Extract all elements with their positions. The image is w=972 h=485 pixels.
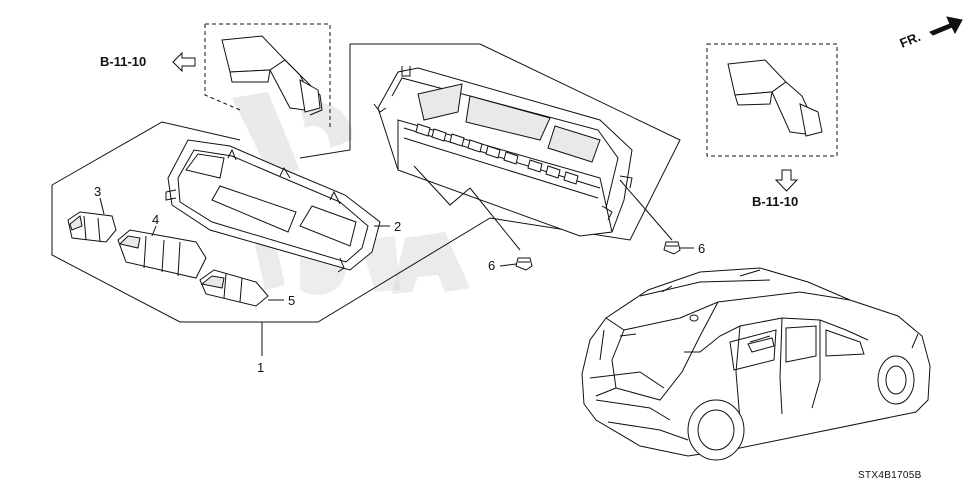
reference-right[interactable]: B-11-10 (752, 169, 799, 209)
bezel-frame (165, 139, 381, 273)
reference-left[interactable]: B-11-10 (100, 51, 196, 73)
callout-3: 3 (94, 184, 101, 199)
callout-6-right: 6 (698, 241, 705, 256)
callout-6-left: 6 (488, 258, 495, 273)
callout-1: 1 (257, 360, 264, 375)
callout-4: 4 (152, 212, 159, 227)
hollow-arrow-left-icon (172, 51, 196, 73)
orientation-label: FR. (898, 29, 923, 51)
callout-5: 5 (288, 293, 295, 308)
hollow-arrow-down-icon (774, 169, 799, 192)
unit-buttons (415, 123, 579, 185)
reference-right-label: B-11-10 (752, 194, 798, 209)
screw-left (515, 257, 533, 271)
inset-switch-left (204, 23, 331, 130)
switch-panel-3 (67, 211, 117, 243)
orientation-indicator: FR. (898, 16, 963, 51)
switch-panel-5 (199, 269, 269, 307)
inset-switch-right (706, 43, 838, 157)
reference-left-label: B-11-10 (100, 54, 146, 69)
leader-lines (99, 197, 694, 356)
diagram-code: STX4B1705B (858, 470, 922, 481)
callouts: 3 4 5 2 1 6 6 (94, 184, 705, 375)
forward-arrow-icon (929, 16, 963, 36)
callout-2: 2 (394, 219, 401, 234)
climate-control-unit (373, 66, 673, 251)
switch-panel-4 (117, 229, 207, 279)
screw-right (663, 241, 681, 255)
vehicle-illustration (581, 267, 931, 461)
